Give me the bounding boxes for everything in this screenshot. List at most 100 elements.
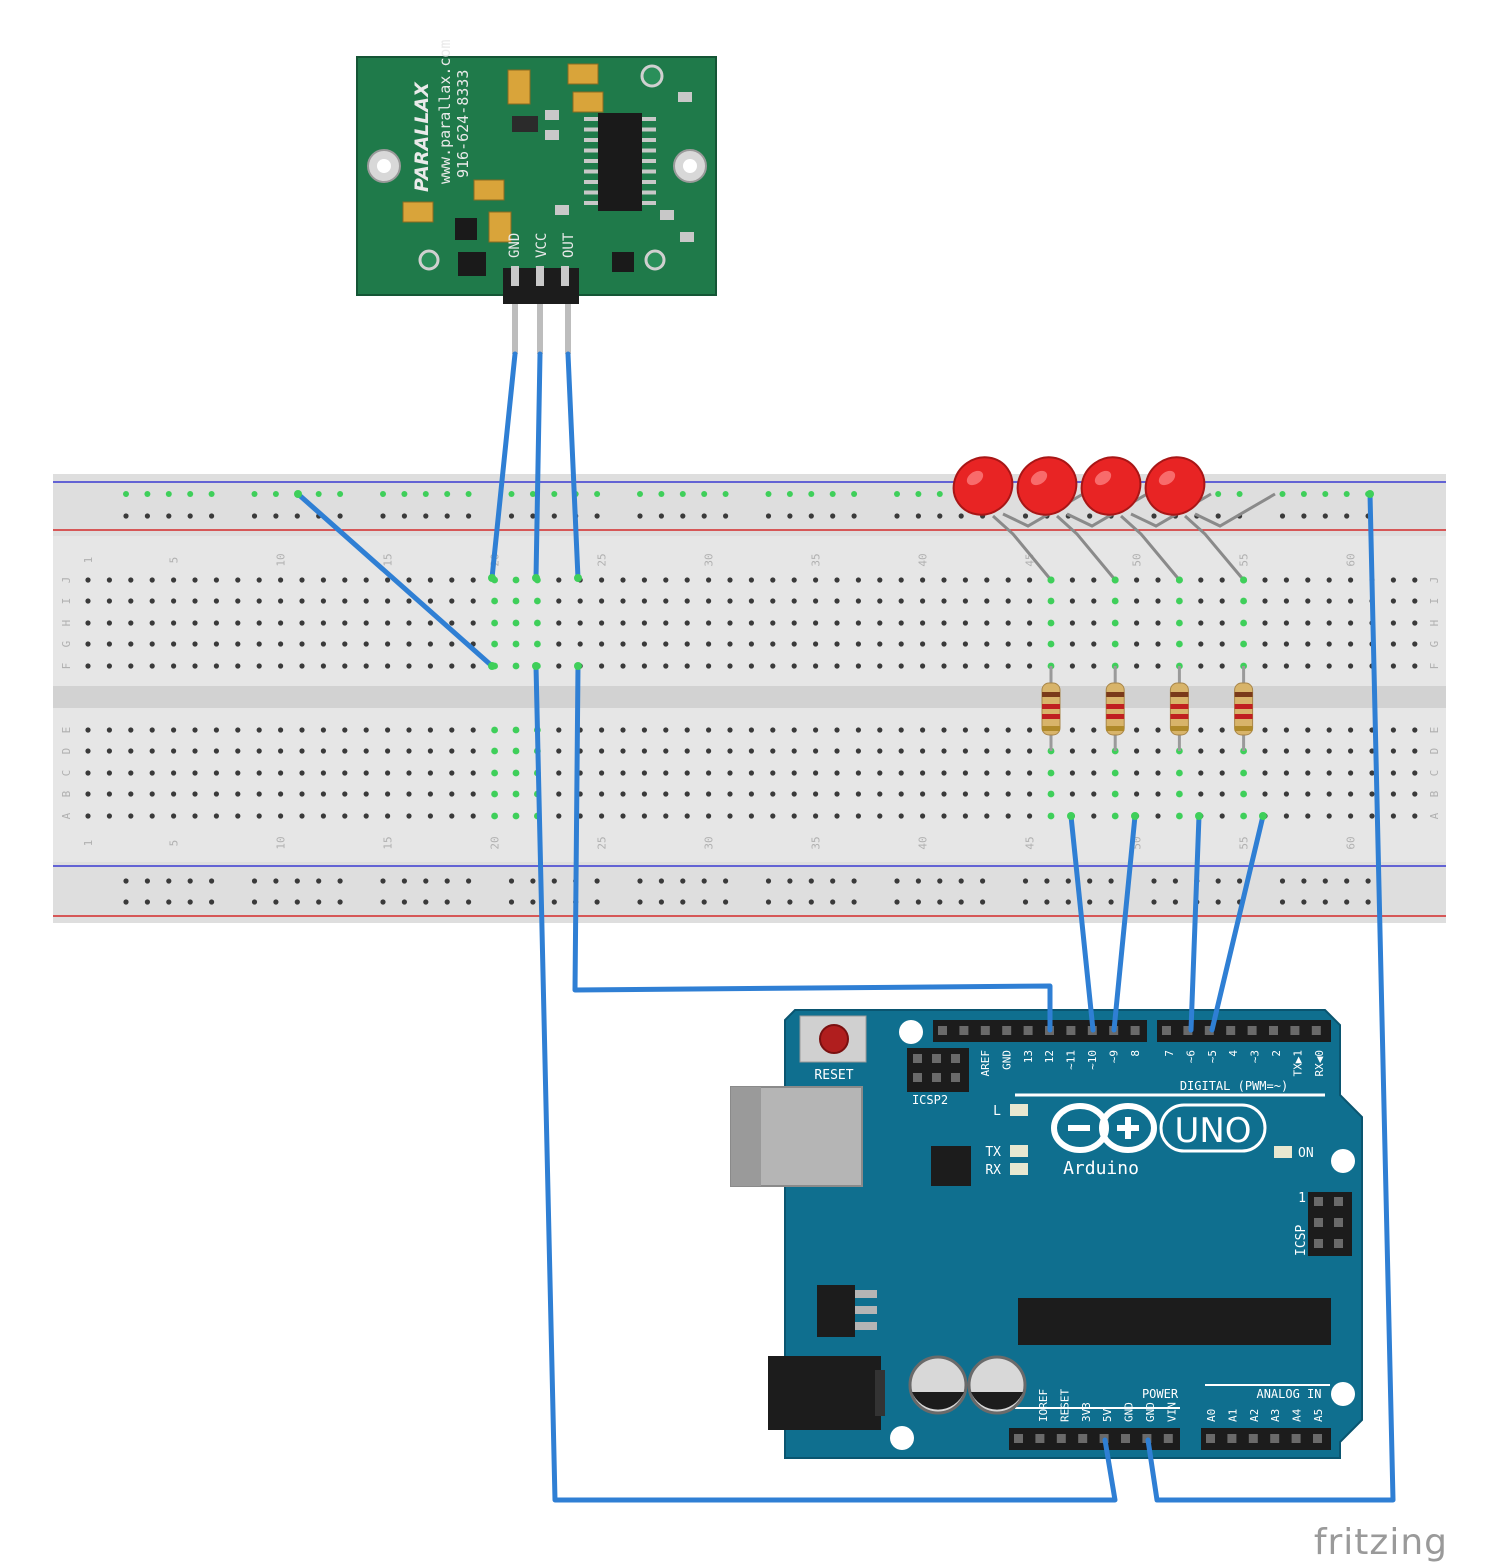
breadboard-hole	[449, 770, 455, 776]
breadboard-hole	[855, 813, 862, 819]
row-letter-label: J	[60, 577, 73, 584]
breadboard-hole	[1240, 790, 1247, 798]
breadboard-hole	[406, 748, 412, 754]
breadboard-hole	[320, 791, 326, 797]
breadboard-hole	[898, 620, 904, 626]
breadboard-hole	[1047, 619, 1055, 627]
rail-hole	[530, 899, 536, 905]
header-pin	[1130, 1026, 1140, 1035]
breadboard-hole	[1005, 748, 1011, 754]
header-pin	[1078, 1434, 1088, 1443]
led-leg	[1194, 492, 1276, 528]
breadboard-hole	[791, 577, 797, 583]
breadboard-hole	[192, 727, 198, 733]
breadboard-hole	[1262, 770, 1268, 776]
rail-hole	[936, 491, 943, 497]
breadboard-hole	[406, 577, 412, 583]
breadboard-hole	[406, 598, 412, 604]
breadboard-hole	[128, 663, 134, 669]
breadboard-hole	[85, 663, 91, 669]
breadboard-hole	[684, 770, 690, 776]
breadboard-hole	[1069, 620, 1075, 626]
rail-hole	[123, 491, 129, 497]
breadboard-hole	[85, 641, 91, 647]
breadboard-hole	[1283, 577, 1289, 583]
breadboard-hole	[256, 727, 262, 733]
column-number-label: 30	[703, 553, 716, 566]
breadboard-hole	[171, 770, 177, 776]
breadboard-hole	[235, 748, 241, 754]
rail-hole	[637, 513, 643, 519]
breadboard-hole	[663, 620, 669, 626]
rail-hole	[165, 491, 172, 497]
breadboard-hole	[877, 748, 883, 754]
wire-endpoint	[574, 662, 582, 670]
breadboard-hole	[213, 641, 219, 647]
rail-hole	[937, 513, 943, 519]
breadboard-hole	[299, 663, 305, 669]
breadboard-hole	[834, 598, 840, 604]
rail-hole	[1087, 899, 1093, 905]
rail-hole	[1151, 899, 1157, 905]
breadboard-hole	[1027, 577, 1033, 583]
breadboard-hole	[556, 770, 562, 776]
rail-hole	[1044, 899, 1050, 905]
breadboard-hole	[106, 577, 112, 583]
rail-hole	[1322, 513, 1328, 519]
breadboard-hole	[1155, 770, 1161, 776]
breadboard-hole	[941, 620, 947, 626]
breadboard-hole	[1047, 812, 1055, 820]
row-letter-label: D	[1428, 748, 1441, 755]
row-letter-label: C	[1428, 770, 1441, 777]
rail-hole	[637, 491, 643, 497]
breadboard-hole	[1412, 770, 1418, 776]
breadboard-hole	[791, 598, 797, 604]
breadboard-hole	[342, 620, 348, 626]
breadboard-hole	[512, 726, 520, 734]
breadboard-hole	[727, 598, 733, 604]
rail-hole	[508, 899, 515, 905]
breadboard-hole	[1198, 577, 1204, 583]
breadboard-hole	[1111, 812, 1119, 820]
rail-hole	[209, 878, 215, 884]
breadboard-hole	[1262, 748, 1268, 754]
breadboard-hole	[1219, 791, 1225, 797]
breadboard-hole	[727, 748, 733, 754]
breadboard-hole	[962, 598, 969, 604]
breadboard-hole	[149, 813, 155, 819]
rail-hole	[551, 491, 558, 497]
breadboard-hole	[1198, 770, 1204, 776]
breadboard-hole	[427, 813, 433, 819]
breadboard-hole	[855, 577, 862, 583]
breadboard-hole	[128, 641, 134, 647]
rail-hole	[680, 513, 686, 519]
breadboard-hole	[834, 813, 840, 819]
rail-hole	[830, 878, 836, 884]
breadboard-hole	[1091, 770, 1097, 776]
rail-hole	[980, 899, 986, 905]
column-number-label: 15	[382, 553, 395, 566]
breadboard-hole	[171, 598, 177, 604]
breadboard-hole	[491, 726, 498, 734]
breadboard-hole	[962, 663, 969, 669]
breadboard-hole	[1155, 791, 1161, 797]
breadboard-hole	[556, 813, 562, 819]
breadboard-hole	[1305, 620, 1311, 626]
header-pin	[1269, 1026, 1278, 1035]
header-pin	[1002, 1026, 1012, 1035]
rail-hole	[1344, 899, 1350, 905]
breadboard-hole	[791, 791, 797, 797]
rail-hole	[680, 878, 686, 884]
breadboard-hole	[363, 577, 369, 583]
breadboard-hole	[149, 620, 155, 626]
breadboard-hole	[85, 620, 91, 626]
breadboard-hole	[299, 813, 305, 819]
led-l	[1010, 1104, 1028, 1116]
breadboard-hole	[320, 598, 326, 604]
rail-hole	[423, 899, 429, 905]
breadboard-hole	[727, 577, 733, 583]
breadboard-hole	[149, 577, 155, 583]
rail-hole	[1022, 899, 1029, 905]
breadboard-hole	[1091, 791, 1097, 797]
parallax-sensor-module: PARALLAX www.parallax.com 916-624-8333 G…	[356, 40, 717, 354]
